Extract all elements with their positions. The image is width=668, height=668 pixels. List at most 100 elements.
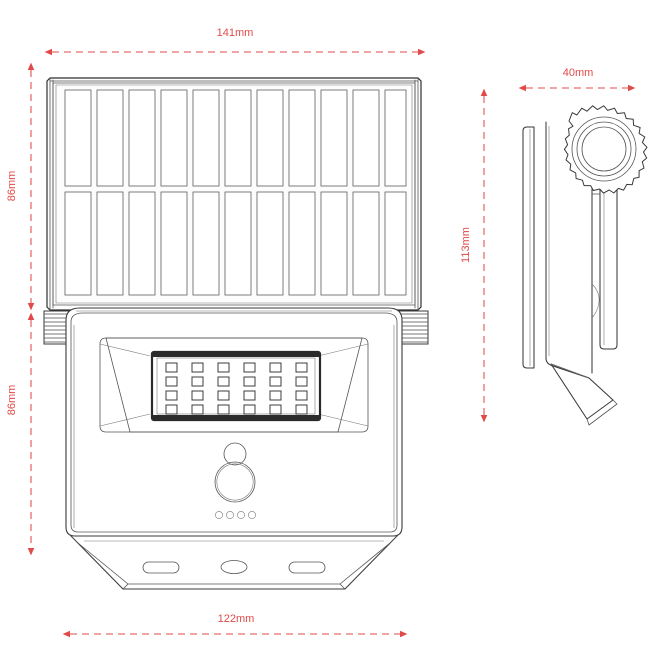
led — [217, 390, 230, 401]
solar-cell — [224, 191, 252, 296]
led — [165, 404, 178, 415]
led — [269, 376, 282, 387]
solar-cell — [64, 89, 92, 187]
solar-cell — [352, 89, 380, 187]
led — [217, 362, 230, 373]
knob-inner-ring — [581, 126, 627, 172]
side-view-group — [522, 105, 648, 426]
led — [191, 404, 204, 415]
bracket-inner-profile — [77, 542, 391, 585]
knob-outer-ring — [571, 116, 637, 182]
bracket-corner-lines — [69, 534, 399, 590]
side-body-detail-curve — [591, 283, 600, 319]
solar-cell — [192, 191, 220, 296]
solar-panel — [46, 77, 422, 311]
led — [191, 376, 204, 387]
led-grid — [165, 362, 308, 415]
solar-cell — [96, 191, 124, 296]
dimension-panel-height: 86mm — [6, 62, 35, 311]
led — [295, 390, 308, 401]
light-body-inner-outline — [70, 312, 398, 533]
indicator-dot — [215, 511, 223, 519]
solar-cell — [128, 191, 156, 296]
indicator-dot — [237, 511, 245, 519]
bracket-round-hole — [220, 560, 248, 574]
side-mounting-bracket — [550, 363, 618, 426]
led — [269, 404, 282, 415]
led — [243, 362, 256, 373]
solar-cell — [288, 89, 316, 187]
led-panel-bottom-bar — [152, 415, 320, 420]
led-panel-inner-edge — [156, 357, 316, 415]
dimension-panel-width: 141mm — [44, 27, 426, 56]
led-panel-top-bar — [152, 352, 320, 357]
led — [269, 362, 282, 373]
dimension-body-height: 86mm — [6, 312, 35, 556]
led — [191, 390, 204, 401]
solar-cell — [96, 89, 124, 187]
solar-cell — [160, 191, 188, 296]
led — [295, 404, 308, 415]
side-body-left-profile — [545, 121, 590, 379]
indicator-dots — [215, 511, 256, 519]
dim-label-base-width: 122mm — [218, 613, 255, 625]
led — [217, 376, 230, 387]
light-sensor-icon — [223, 442, 247, 466]
adjustment-knob — [563, 105, 648, 194]
indicator-dot — [248, 511, 256, 519]
led — [191, 362, 204, 373]
bracket-outer-profile — [69, 534, 399, 590]
side-bracket-fold — [550, 363, 590, 379]
led — [243, 404, 256, 415]
solar-cell — [256, 191, 284, 296]
solar-panel-inner-edge2 — [55, 84, 413, 304]
solar-cell — [64, 191, 92, 296]
led — [269, 390, 282, 401]
indicator-dot — [226, 511, 234, 519]
solar-cell — [320, 89, 348, 187]
knob-knurled-outline — [563, 105, 648, 194]
dimension-base-width: 122mm — [62, 613, 408, 638]
solar-cell — [288, 191, 316, 296]
light-body — [65, 307, 403, 537]
dim-label-side-height: 113mm — [460, 227, 472, 263]
led — [243, 390, 256, 401]
solar-cell — [256, 89, 284, 187]
dimension-side-height: 113mm — [460, 88, 488, 423]
pir-sensor-icon — [214, 461, 256, 503]
bracket-slot-hole — [142, 561, 180, 574]
front-view-group — [43, 77, 429, 590]
lens-bezel-fold-lines — [99, 343, 369, 427]
bracket-slot-hole — [288, 561, 326, 574]
solar-cell — [224, 89, 252, 187]
lens-bezel-outer — [99, 337, 369, 433]
led — [217, 404, 230, 415]
solar-panel-left-rail — [49, 77, 54, 311]
led — [295, 362, 308, 373]
solar-cell — [352, 191, 380, 296]
side-solar-panel-edge — [522, 126, 535, 369]
solar-cell — [384, 89, 407, 187]
solar-cell — [320, 191, 348, 296]
dimension-side-depth: 40mm — [518, 67, 636, 92]
led — [295, 376, 308, 387]
side-bracket-lip — [586, 399, 618, 426]
mounting-bracket — [69, 534, 399, 590]
led — [165, 390, 178, 401]
dim-label-panel-height: 86mm — [6, 171, 18, 202]
dim-label-side-depth: 40mm — [563, 67, 594, 79]
solar-cell — [384, 191, 407, 296]
solar-cell — [160, 89, 188, 187]
pir-sensor-inner-ring — [216, 463, 254, 501]
knob-mid-ring — [576, 121, 632, 177]
dim-label-panel-width: 141mm — [217, 27, 254, 39]
led — [243, 376, 256, 387]
led — [165, 362, 178, 373]
solar-cell — [192, 89, 220, 187]
solar-panel-right-rail — [414, 77, 419, 311]
solar-cell — [128, 89, 156, 187]
led — [165, 376, 178, 387]
solar-cell-grid — [64, 89, 407, 296]
